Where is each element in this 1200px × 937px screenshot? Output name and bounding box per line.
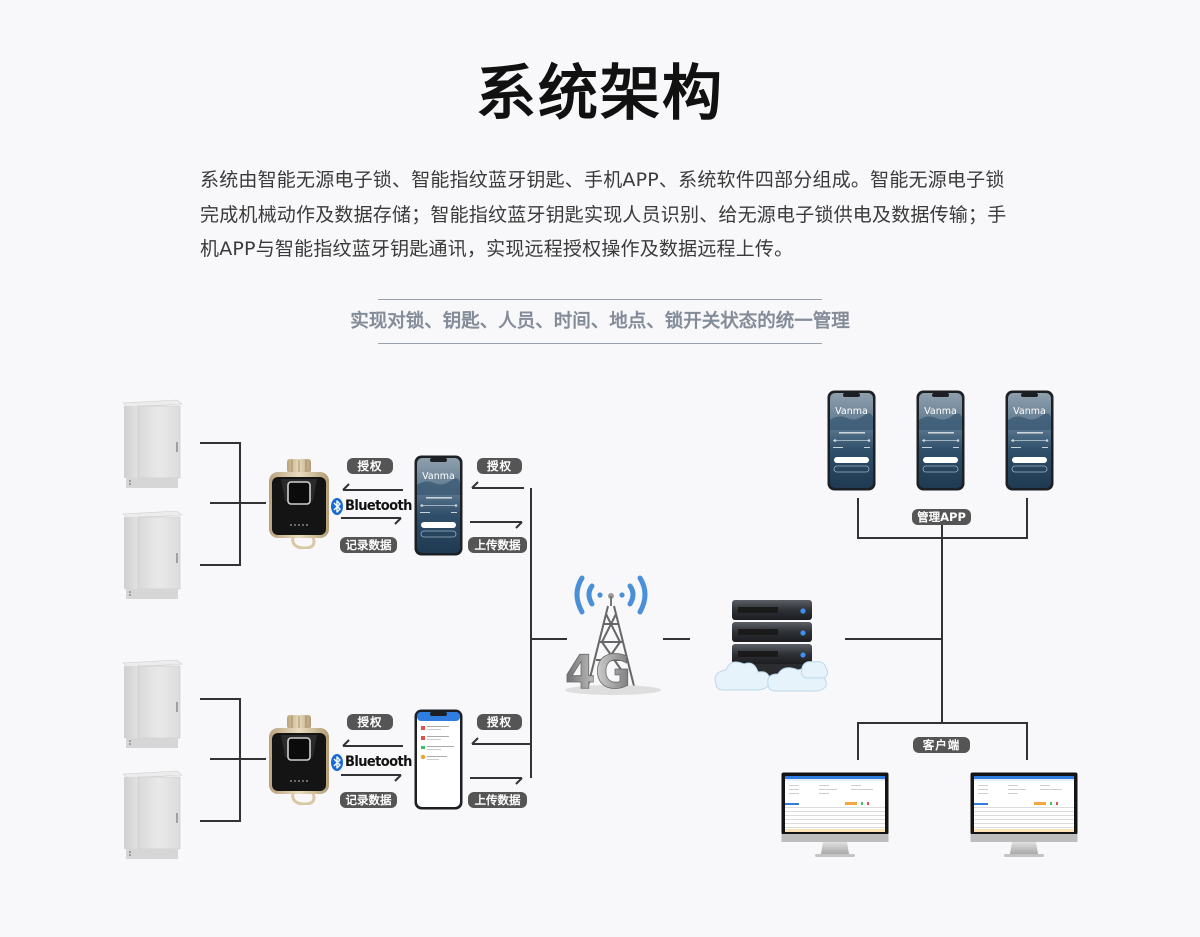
connector-line: [200, 698, 241, 700]
auth-label: 授权: [347, 714, 393, 730]
4g-label: 4G: [565, 645, 631, 698]
connector-line: [845, 638, 943, 640]
record-data-label: 记录数据: [340, 792, 397, 808]
bluetooth-badge: Bluetooth: [331, 496, 412, 516]
fingerprint-key-icon: [267, 457, 331, 549]
arrow-right-icon: [470, 521, 523, 529]
phone-app-list-icon: [414, 709, 463, 810]
fingerprint-key-icon: [267, 713, 331, 805]
bluetooth-label: Bluetooth: [345, 754, 412, 770]
phone-app-login-icon: [827, 390, 876, 491]
connector-line: [210, 758, 266, 760]
arrow-left-icon: [342, 483, 403, 491]
desktop-monitor-icon: [970, 772, 1078, 860]
cloud-server-icon: [714, 600, 829, 692]
connector-line: [663, 638, 690, 640]
page-title: 系统架构: [476, 59, 724, 129]
upload-data-label: 上传数据: [468, 537, 527, 553]
trunk-line: [530, 488, 532, 778]
phone-app-login-icon: [414, 455, 463, 556]
arrow-right-icon: [341, 774, 402, 782]
4g-tower-icon: 4G: [565, 575, 661, 698]
cabinet-icon: [121, 397, 183, 490]
cabinet-icon: [121, 508, 183, 601]
connector-line: [857, 498, 859, 539]
subtitle-bottom-rule: [378, 343, 822, 344]
auth-label: 授权: [477, 458, 522, 474]
connector-line: [1026, 498, 1028, 539]
bluetooth-label: Bluetooth: [345, 498, 412, 514]
connector-line: [239, 442, 241, 566]
subtitle: 实现对锁、钥匙、人员、时间、地点、锁开关状态的统一管理: [350, 311, 850, 332]
connector-line: [1026, 722, 1028, 760]
connector-line: [239, 698, 241, 822]
phone-app-login-icon: [1005, 390, 1054, 491]
connector-line: [200, 820, 241, 822]
bluetooth-icon: [331, 498, 343, 515]
auth-label: 授权: [347, 458, 393, 474]
connector-line: [200, 442, 241, 444]
connector-line: [530, 638, 567, 640]
subtitle-top-rule: [378, 299, 822, 300]
connector-line: [200, 564, 241, 566]
arrow-right-icon: [470, 777, 523, 785]
connector-line: [210, 502, 266, 504]
arrow-right-icon: [341, 517, 402, 525]
management-app-label: 管理APP: [912, 509, 971, 525]
connector-line: [857, 722, 859, 760]
trunk-line: [941, 513, 943, 724]
client-label: 客户端: [913, 737, 970, 753]
cabinet-icon: [121, 657, 183, 750]
auth-label: 授权: [477, 714, 522, 730]
arrow-left-icon: [471, 481, 524, 489]
upload-data-label: 上传数据: [468, 792, 527, 808]
connector-line: [857, 537, 1028, 539]
desktop-monitor-icon: [781, 772, 889, 860]
phone-app-login-icon: [916, 390, 965, 491]
intro-paragraph: 系统由智能无源电子锁、智能指纹蓝牙钥匙、手机APP、系统软件四部分组成。智能无源…: [200, 169, 1007, 260]
bluetooth-badge: Bluetooth: [331, 752, 412, 772]
record-data-label: 记录数据: [340, 537, 397, 553]
cabinet-icon: [121, 768, 183, 861]
arrow-left-icon: [342, 739, 403, 747]
connector-line: [857, 722, 1028, 724]
bluetooth-icon: [331, 754, 343, 771]
arrow-left-icon: [471, 737, 532, 745]
